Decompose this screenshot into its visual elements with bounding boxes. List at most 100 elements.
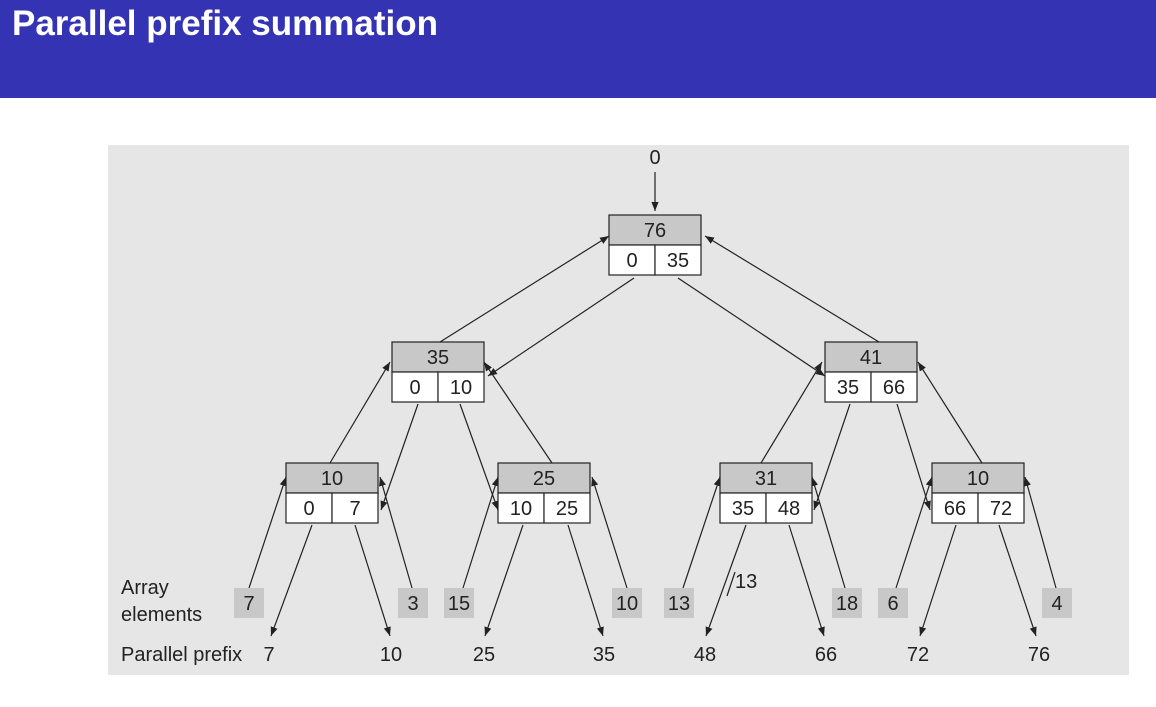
node-right-value: 48: [778, 498, 800, 520]
node-right-value: 66: [883, 377, 905, 399]
tree-edge-arrow: [459, 403, 499, 511]
tree-edge-arrow: [379, 476, 413, 589]
tree-edge-arrow: [439, 235, 610, 343]
array-element-box: [234, 588, 264, 618]
node-right-cell: [437, 371, 485, 403]
array-element-value: 6: [887, 593, 898, 615]
tree-edge-arrow: [682, 476, 721, 589]
array-element: 10: [612, 588, 642, 618]
tree-edge-arrow: [591, 476, 628, 589]
node-left-cell: [497, 492, 545, 524]
prefix-result-value: 10: [380, 644, 402, 666]
node-sum-value: 10: [321, 468, 343, 490]
array-element: 3: [398, 588, 428, 618]
tree-edge-arrow: [813, 403, 851, 511]
tree-edge-arrow: [354, 524, 391, 637]
prefix-result-value: 76: [1028, 644, 1050, 666]
node-right-value: 10: [450, 377, 472, 399]
node-left-cell: [824, 371, 872, 403]
array-element: 18: [832, 588, 862, 618]
prefix-result-value: 66: [815, 644, 837, 666]
root-input-value: 0: [649, 147, 660, 169]
array-element-box: [664, 588, 694, 618]
node-right-cell: [331, 492, 379, 524]
node-sum-cell: [608, 214, 702, 246]
array-element: 13: [664, 588, 694, 618]
node-right-value: 7: [349, 498, 360, 520]
prefix-result-value: 25: [473, 644, 495, 666]
annotation-value: 13: [735, 571, 757, 593]
node-right-cell: [870, 371, 918, 403]
node-left-value: 35: [732, 498, 754, 520]
array-element-box: [1042, 588, 1072, 618]
array-element: 7: [234, 588, 264, 618]
node-right-value: 35: [667, 250, 689, 272]
tree-edge-arrow: [484, 524, 524, 637]
node-sum-value: 35: [427, 347, 449, 369]
node-left-cell: [285, 492, 333, 524]
array-element-value: 18: [836, 593, 858, 615]
node-right-cell: [977, 492, 1025, 524]
node-right-cell: [543, 492, 591, 524]
tree-edge-arrow: [1023, 476, 1057, 589]
node-left-value: 35: [837, 377, 859, 399]
prefix-result-value: 35: [593, 644, 615, 666]
node-left-cell: [391, 371, 439, 403]
array-elements: 7 3 15 10 13 18 6 4: [234, 588, 1072, 618]
node-sum-cell: [497, 462, 591, 494]
tree-edge-arrow: [270, 524, 313, 637]
array-element-box: [878, 588, 908, 618]
prefix-result-value: 7: [263, 644, 274, 666]
node-left-value: 10: [510, 498, 532, 520]
tree-edge-arrow: [919, 524, 957, 637]
tree-edge-arrow: [677, 277, 826, 377]
array-element: 4: [1042, 588, 1072, 618]
node-right-value: 25: [556, 498, 578, 520]
array-elements-label-line2: elements: [121, 604, 202, 626]
tree-edge-arrow: [487, 277, 635, 377]
array-element: 6: [878, 588, 908, 618]
array-element-value: 7: [243, 593, 254, 615]
tree-edge-arrow: [760, 361, 823, 464]
tree-edge-arrow: [895, 476, 933, 589]
node-left-value: 0: [409, 377, 420, 399]
node-sum-value: 10: [967, 468, 989, 490]
tree-edge-arrow: [483, 361, 553, 464]
node-right-value: 72: [990, 498, 1012, 520]
tree-edge-arrow: [462, 476, 499, 589]
prefix-result-value: 72: [907, 644, 929, 666]
node-sum-value: 31: [755, 468, 777, 490]
node-left-value: 66: [944, 498, 966, 520]
annotation-tick: [726, 571, 736, 597]
array-elements-label-line1: Array: [121, 577, 169, 599]
tree-edge-arrow: [788, 524, 825, 637]
tree-node: 10 0 7: [285, 462, 379, 524]
tree-edge-arrow: [917, 361, 983, 464]
node-right-cell: [654, 244, 702, 276]
node-left-value: 0: [303, 498, 314, 520]
tree-edge-arrow: [896, 403, 931, 511]
node-sum-value: 41: [860, 347, 882, 369]
tree-edge-arrow: [998, 524, 1037, 637]
array-element-box: [398, 588, 428, 618]
array-element-box: [832, 588, 862, 618]
node-left-cell: [931, 492, 979, 524]
prefix-result-value: 48: [694, 644, 716, 666]
array-element: 15: [444, 588, 474, 618]
node-left-value: 0: [626, 250, 637, 272]
array-element-box: [444, 588, 474, 618]
node-sum-cell: [931, 462, 1025, 494]
node-sum-cell: [824, 341, 918, 373]
tree-edge-arrow: [705, 524, 747, 637]
node-sum-cell: [285, 462, 379, 494]
tree-edge-arrow: [248, 476, 287, 589]
slide-title: Parallel prefix summation: [12, 4, 438, 43]
tree-edge-arrow: [811, 476, 846, 589]
node-sum-value: 25: [533, 468, 555, 490]
tree-edge-arrow: [567, 524, 604, 637]
